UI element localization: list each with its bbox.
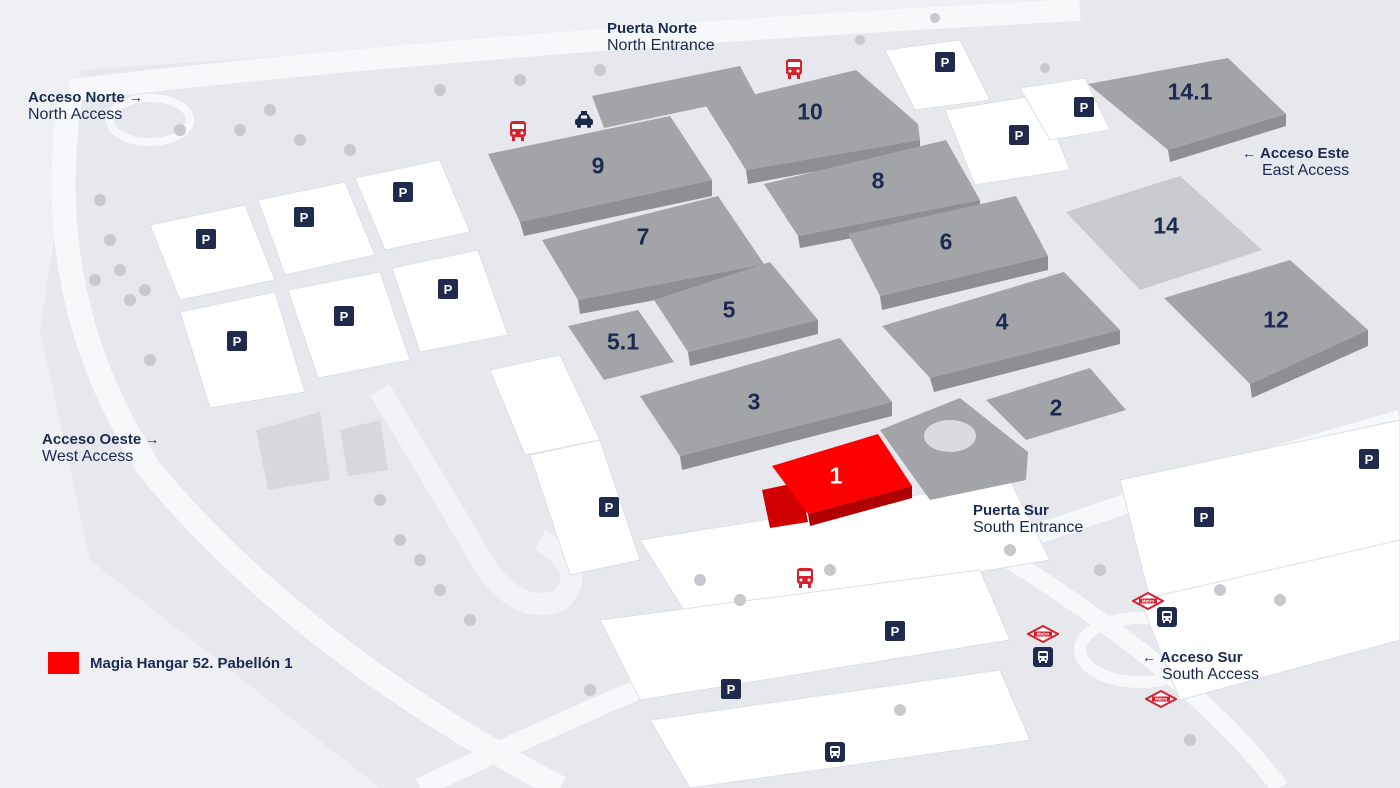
- south-access-title: Acceso Sur: [1160, 649, 1243, 666]
- parking-icon[interactable]: P: [438, 279, 458, 299]
- arrow-left-icon: ←: [1242, 145, 1256, 161]
- hall-1-label[interactable]: 1: [829, 462, 843, 489]
- bus-icon[interactable]: [784, 58, 804, 80]
- north-entrance-title: Puerta Norte: [607, 20, 698, 37]
- metro-icon[interactable]: Metro: [1145, 690, 1177, 708]
- west-access-label: Acceso Oeste→ West Access: [42, 431, 163, 467]
- east-access-title: Acceso Este: [1260, 145, 1350, 162]
- parking-icon[interactable]: P: [196, 229, 216, 249]
- hall-14-label[interactable]: 14: [1153, 212, 1179, 239]
- south-entrance-title: Puerta Sur: [973, 502, 1049, 519]
- hall-14-1-label[interactable]: 14.1: [1167, 78, 1213, 105]
- north-road: [68, 0, 1081, 101]
- metro-icon[interactable]: Metro: [1027, 625, 1059, 643]
- metro-label: Metro: [1155, 697, 1168, 702]
- north-access-subtitle: North Access: [28, 106, 123, 124]
- hall-6-label[interactable]: 6: [939, 228, 953, 255]
- south-access-label: ←Acceso Sur South Access: [1138, 649, 1259, 685]
- taxi-icon[interactable]: [573, 111, 595, 129]
- parking-icon[interactable]: P: [393, 182, 413, 202]
- bus-icon[interactable]: [795, 567, 815, 589]
- parking-icon[interactable]: P: [885, 621, 905, 641]
- metro-icon[interactable]: Metro: [1132, 592, 1164, 610]
- west-access-title: Acceso Oeste: [42, 431, 142, 448]
- arrow-right-icon: →: [145, 431, 160, 447]
- legend: Magia Hangar 52. Pabellón 1: [48, 652, 293, 674]
- north-entrance-label: Puerta Norte North Entrance: [607, 20, 715, 56]
- parking-icon[interactable]: P: [1359, 449, 1379, 469]
- arrow-left-icon: ←: [1142, 649, 1156, 665]
- bus-icon[interactable]: [508, 120, 528, 142]
- hall-8-label[interactable]: 8: [871, 167, 885, 194]
- hall-3-label[interactable]: 3: [747, 388, 761, 415]
- hall-5-1-label[interactable]: 5.1: [607, 328, 639, 355]
- arrow-right-icon: →: [128, 89, 143, 105]
- halls: [256, 58, 1368, 500]
- bus-icon[interactable]: [1033, 647, 1053, 667]
- west-access-subtitle: West Access: [42, 448, 134, 466]
- hall-4-label[interactable]: 4: [995, 308, 1009, 335]
- north-access-title: Acceso Norte: [28, 89, 125, 106]
- bus-icon[interactable]: [1157, 607, 1177, 627]
- hall-10-label[interactable]: 10: [797, 98, 823, 125]
- hall-2-label[interactable]: 2: [1049, 394, 1063, 421]
- parking-icon[interactable]: P: [599, 497, 619, 517]
- hall-5-label[interactable]: 5: [722, 296, 736, 323]
- metro-label: Metro: [1037, 632, 1050, 637]
- south-entrance-label: Puerta Sur South Entrance: [973, 502, 1083, 538]
- hall-9-label[interactable]: 9: [591, 152, 605, 179]
- legend-swatch: [48, 652, 79, 674]
- parking-icon[interactable]: P: [227, 331, 247, 351]
- parking-icon[interactable]: P: [334, 306, 354, 326]
- parking-icon[interactable]: P: [721, 679, 741, 699]
- south-access-subtitle: South Access: [1162, 666, 1259, 684]
- parking-icon[interactable]: P: [1074, 97, 1094, 117]
- north-entrance-subtitle: North Entrance: [607, 37, 715, 55]
- hall-12-label[interactable]: 12: [1263, 306, 1289, 333]
- trees: [89, 13, 1286, 746]
- parking-icon[interactable]: P: [935, 52, 955, 72]
- ring-road: [51, 98, 566, 788]
- east-access-subtitle: East Access: [1262, 162, 1350, 180]
- metro-label: Metro: [1142, 599, 1155, 604]
- legend-label: Magia Hangar 52. Pabellón 1: [90, 654, 293, 672]
- hall-1-shape: [762, 434, 912, 528]
- south-entrance-subtitle: South Entrance: [973, 519, 1084, 537]
- north-access-label: Acceso Norte→ North Access: [28, 89, 147, 125]
- roundabout-west: [106, 94, 194, 146]
- parking-icon[interactable]: P: [294, 207, 314, 227]
- parking-icon[interactable]: P: [1194, 507, 1214, 527]
- parking-icon[interactable]: P: [1009, 125, 1029, 145]
- bus-icon[interactable]: [825, 742, 845, 762]
- east-access-label: ←Acceso Este East Access: [1238, 145, 1349, 181]
- hall-7-label[interactable]: 7: [636, 223, 650, 250]
